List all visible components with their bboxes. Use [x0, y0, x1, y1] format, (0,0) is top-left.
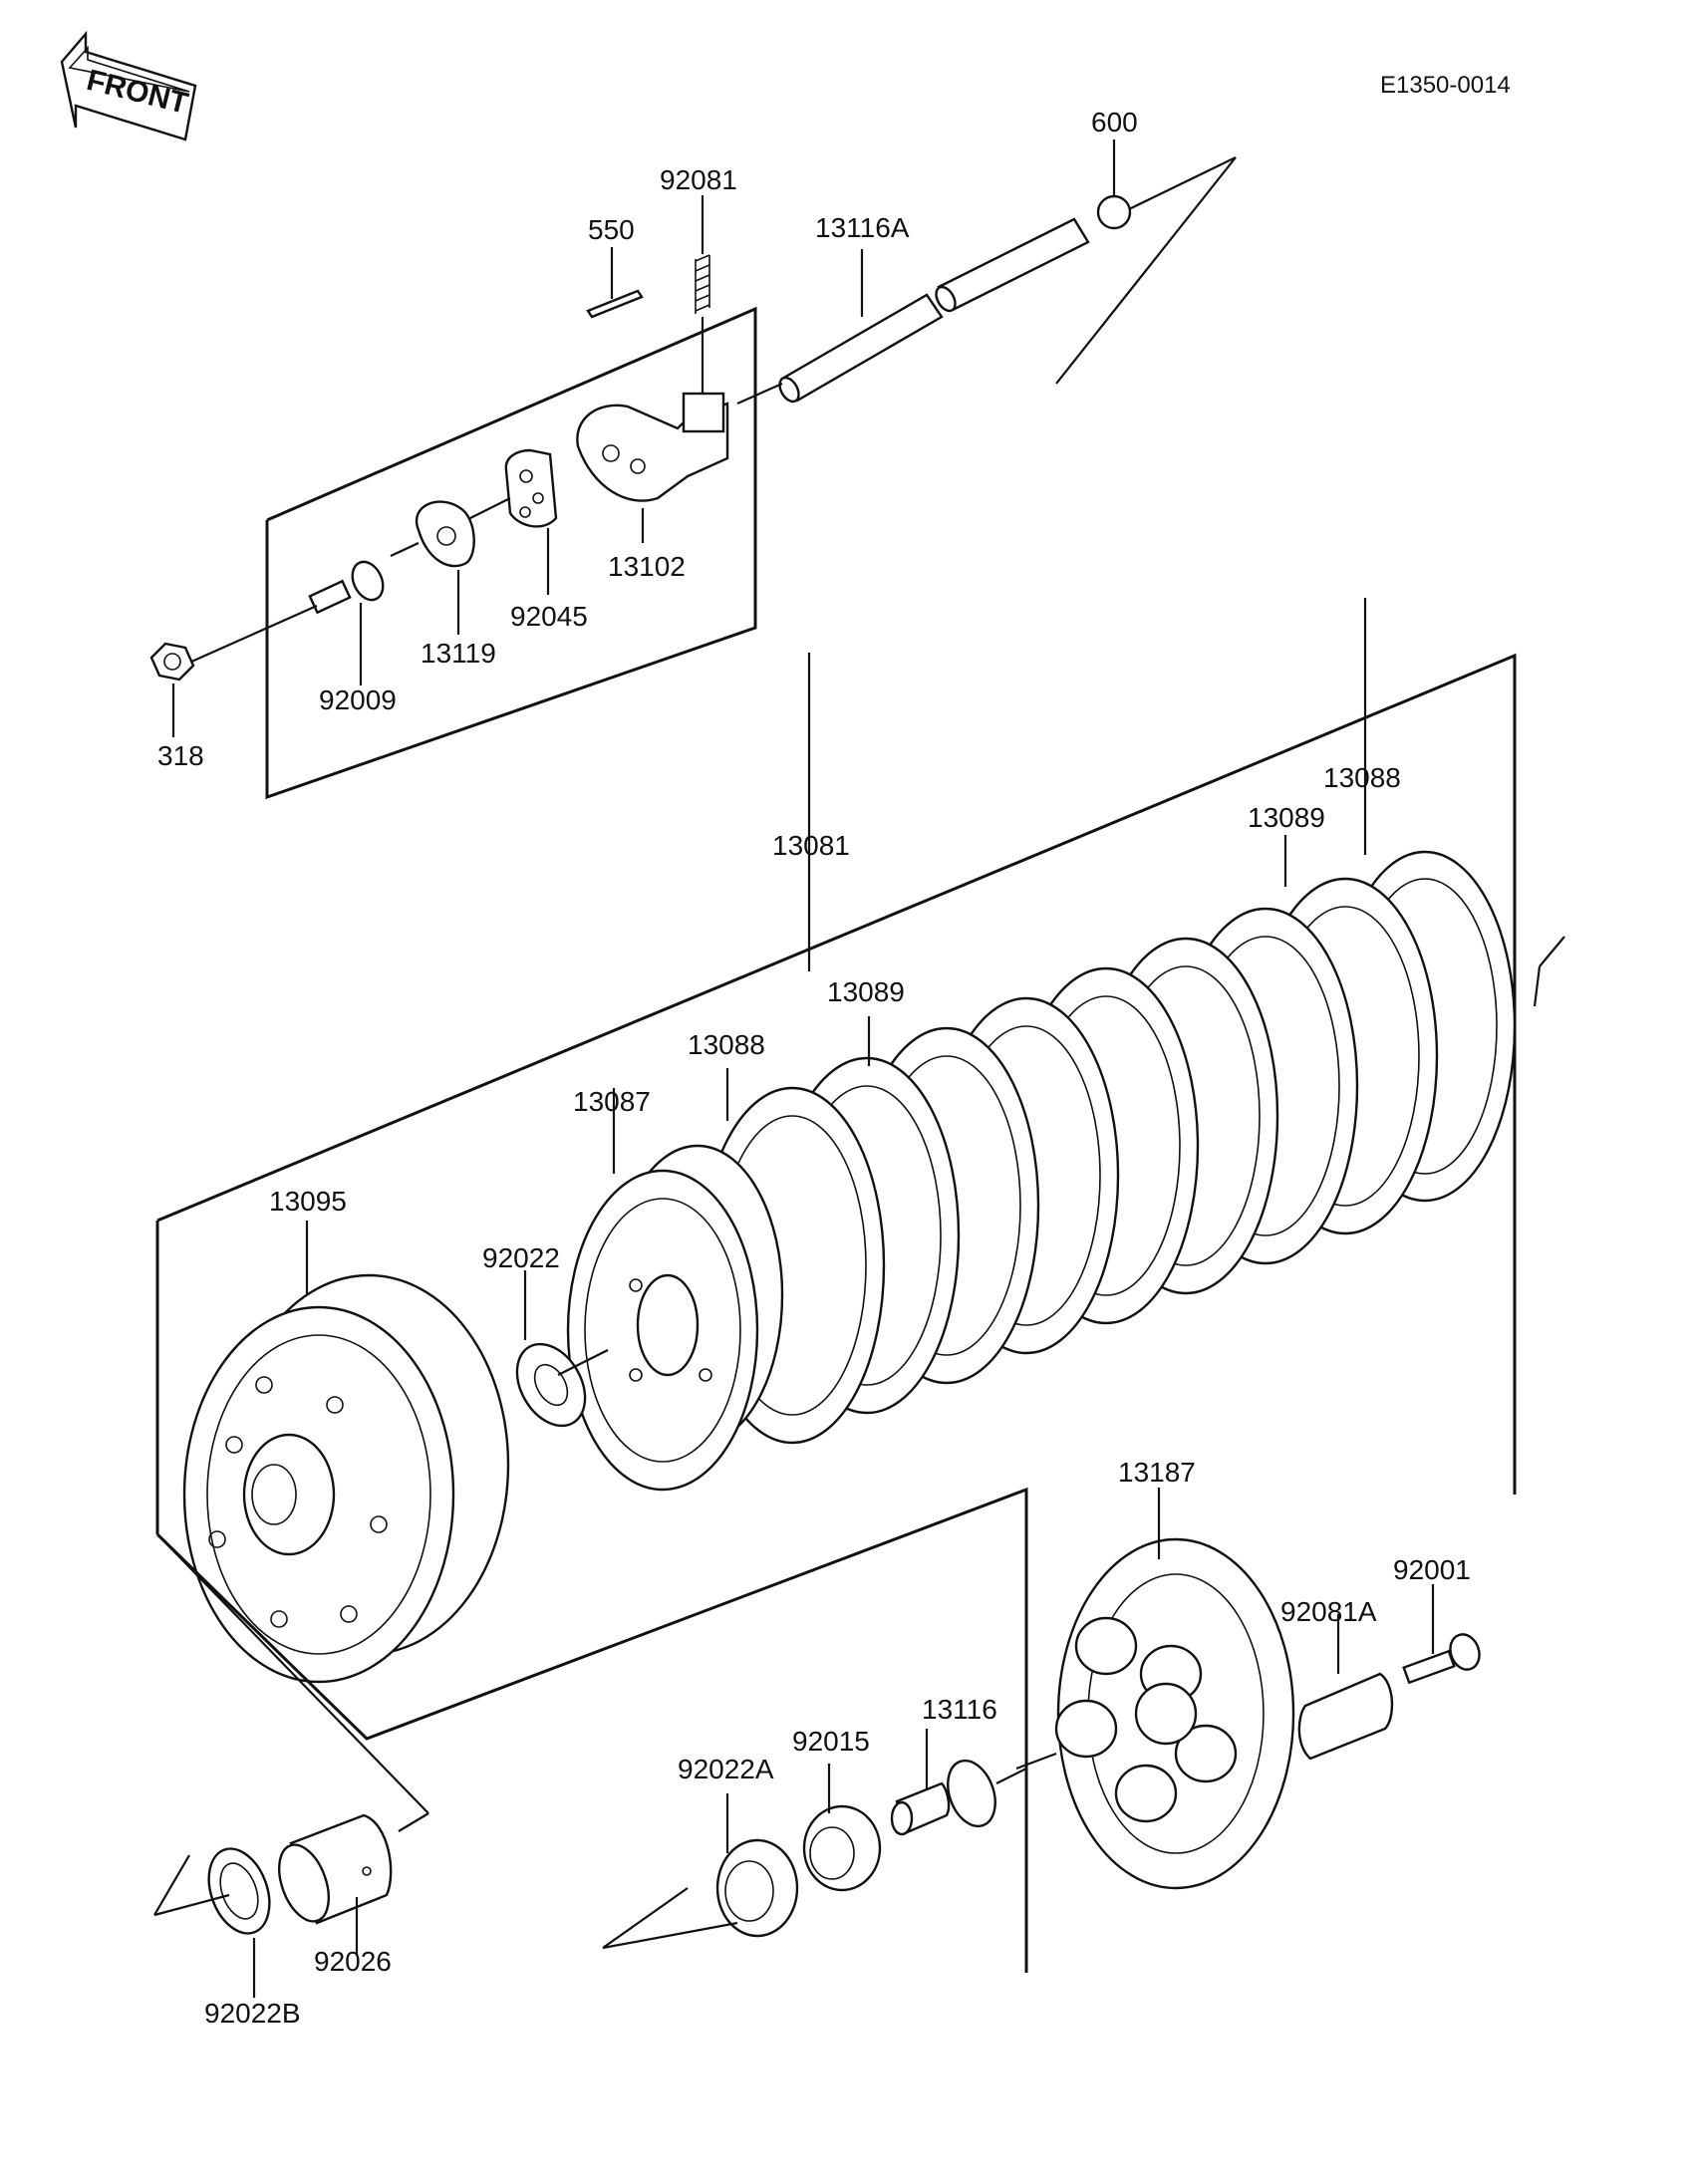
callout-92081A: 92081A [1280, 1596, 1377, 1627]
lower-left-frame [155, 1487, 1028, 1973]
clutch-hub-13087 [566, 1144, 784, 1492]
washer-92022B [207, 1847, 271, 1935]
callout-13081: 13081 [772, 830, 850, 861]
cotter-pin-550 [586, 289, 644, 319]
callout-13116A: 13116A [815, 212, 910, 243]
ball-600 [1096, 194, 1132, 230]
callout-92081: 92081 [660, 164, 737, 195]
pressure-plate-13187 [1054, 1537, 1295, 1890]
callout-13089-top: 13089 [1248, 802, 1325, 833]
callout-92022: 92022 [482, 1242, 560, 1273]
callout-13119: 13119 [421, 638, 496, 669]
bolt-92001 [1402, 1633, 1481, 1685]
clutch-housing-13095 [182, 1273, 510, 1684]
callout-13089-mid: 13089 [827, 976, 905, 1007]
front-arrow-icon: FRONT [60, 30, 197, 141]
callout-318: 318 [157, 740, 204, 771]
nut-92015 [802, 1804, 882, 1892]
bushing-13119 [415, 500, 475, 568]
callout-92015: 92015 [792, 1726, 870, 1757]
callout-13088-mid: 13088 [688, 1029, 765, 1060]
release-lever-13102 [576, 392, 729, 502]
callout-92045: 92045 [510, 601, 588, 632]
sleeve-92026 [278, 1813, 393, 1925]
callout-92022A: 92022A [678, 1754, 774, 1784]
callout-13087: 13087 [573, 1086, 651, 1117]
spring-92081 [695, 254, 710, 314]
release-mechanism-frame [265, 306, 757, 800]
callout-13088-top: 13088 [1323, 762, 1401, 793]
spring-92081A [1297, 1672, 1394, 1761]
callout-550: 550 [588, 214, 635, 245]
callout-13095: 13095 [269, 1186, 347, 1217]
pushrod-13116 [890, 1759, 996, 1836]
callout-600: 600 [1091, 107, 1138, 137]
cam-plate-92045 [504, 448, 558, 528]
washer-92022 [515, 1342, 587, 1428]
pushrod-13116A [778, 217, 1090, 404]
callout-13116: 13116 [922, 1694, 997, 1725]
callout-92022B: 92022B [204, 1998, 301, 2029]
nut-318 [149, 642, 195, 682]
callout-92026: 92026 [314, 1946, 392, 1977]
bolt-92009 [308, 560, 385, 615]
clutch-plate-stack [699, 850, 1517, 1445]
lock-washer-92022A [715, 1838, 799, 1938]
diagram-code: E1350-0014 [1380, 72, 1511, 99]
callout-92009: 92009 [319, 684, 397, 715]
callout-92001: 92001 [1393, 1554, 1471, 1585]
callout-13187: 13187 [1118, 1457, 1196, 1488]
callout-13102: 13102 [608, 551, 686, 582]
